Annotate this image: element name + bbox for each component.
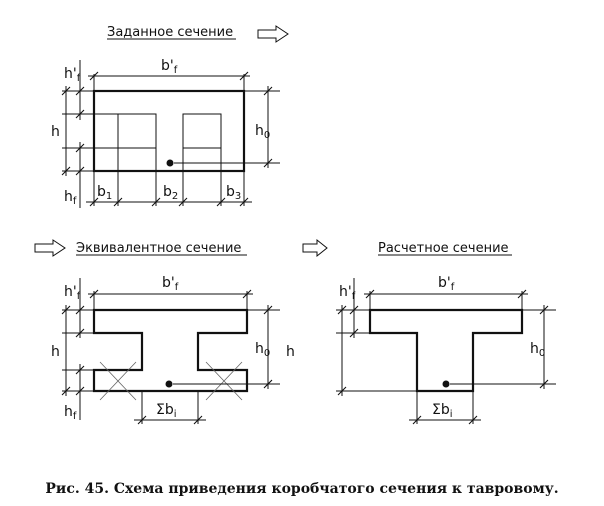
t-section-outline [368, 308, 524, 393]
dim-bf-label: b'f [161, 58, 178, 76]
title-given-section: Заданное сечение [107, 25, 233, 40]
dim-h-label: h [286, 344, 295, 360]
dim-h-label: h [51, 344, 60, 360]
design-section-diagram: b'f h'f h h0 Σbi [286, 275, 556, 425]
title-design-section: Расчетное сечение [378, 241, 509, 256]
dim-b1-label: b1 [97, 184, 112, 202]
dim-sum-bi-label: Σbi [432, 402, 453, 420]
rebar-dot [165, 380, 173, 388]
dim-hf-top-label: h'f [64, 66, 81, 84]
dim-bf-label: b'f [162, 275, 179, 293]
dim-hf-top-label: h'f [64, 284, 81, 302]
title-equivalent-section: Эквивалентное сечение [76, 241, 241, 256]
dim-hf-bottom-label: hf [64, 404, 77, 422]
hole-right [182, 113, 222, 149]
dim-b2-label: b2 [163, 184, 178, 202]
dim-sum-bi-label: Σbi [156, 402, 177, 420]
dim-bf-label: b'f [438, 275, 455, 293]
hole-left [117, 113, 157, 149]
arrow-right-icon [302, 238, 328, 258]
arrow-right-icon [34, 239, 66, 257]
i-section-outline [92, 308, 249, 393]
dim-h-label: h [51, 124, 60, 140]
figure-caption: Рис. 45. Схема приведения коробчатого се… [45, 481, 558, 497]
rebar-dot [166, 159, 174, 167]
equivalent-section-diagram: b'f h'f h hf h0 Σbi [51, 275, 280, 425]
given-section-diagram: b'f h'f h hf h0 [51, 58, 280, 208]
dim-h0-label: h0 [530, 341, 545, 359]
dim-hf-top-label: h'f [339, 284, 356, 302]
dim-h0-label: h0 [255, 341, 270, 359]
dim-b3-label: b3 [226, 184, 241, 202]
box-outline [92, 89, 246, 173]
dim-hf-bottom-label: hf [64, 189, 77, 207]
rebar-dot [442, 380, 450, 388]
dim-h0-label: h0 [255, 123, 270, 141]
arrow-right-icon [257, 25, 289, 43]
